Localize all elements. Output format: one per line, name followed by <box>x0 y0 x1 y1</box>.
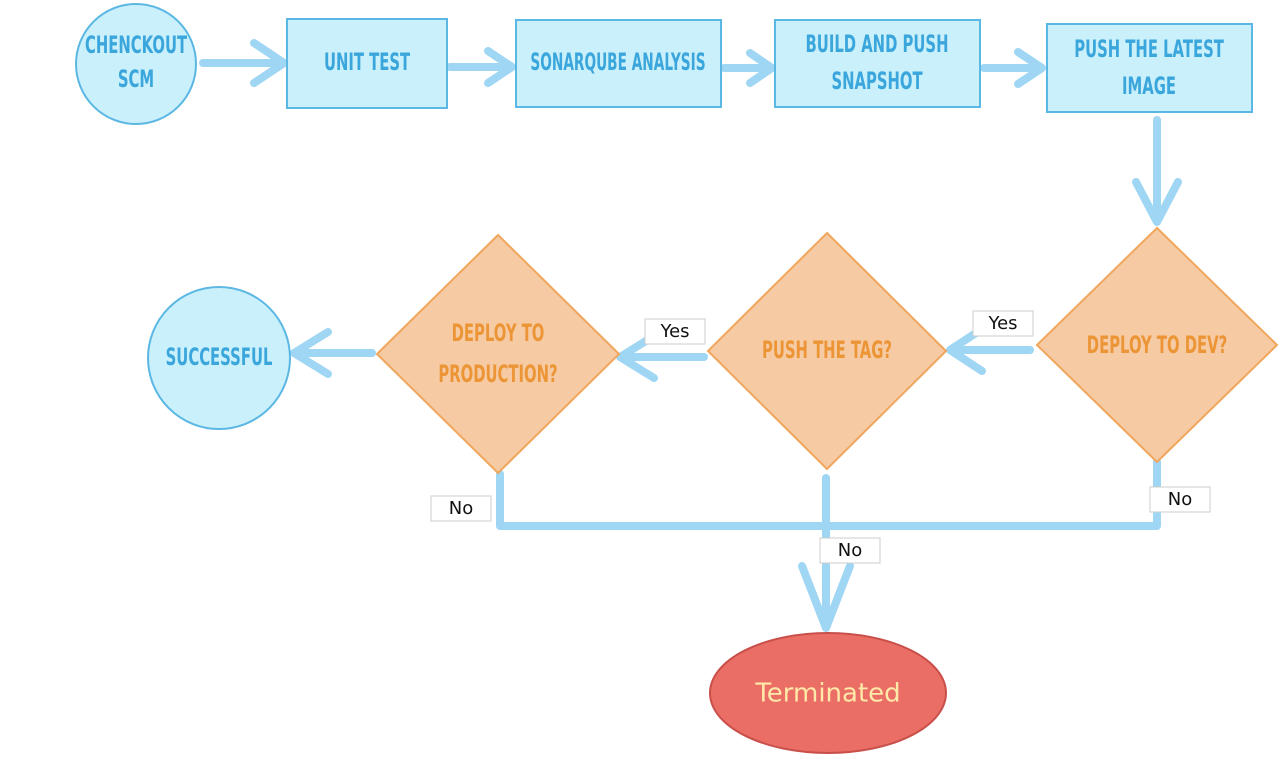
push-tag-diamond <box>706 231 948 471</box>
deploy-dev-diamond <box>1035 226 1279 464</box>
deploy-prod-diamond <box>375 233 621 475</box>
edge-label-box <box>972 310 1034 337</box>
edge-label-dev-yes: Yes <box>972 310 1034 337</box>
unit-test-box <box>286 18 448 109</box>
sonarqube-box <box>515 19 722 108</box>
node-unit-test: UNIT TEST <box>286 18 448 109</box>
arrowhead-sonarqube-to-build <box>746 49 776 87</box>
push-latest-label-line2: IMAGE <box>1122 72 1176 100</box>
edge-label-tag-yes-text: Yes <box>659 321 689 342</box>
edge-label-prod-no: No <box>430 495 492 522</box>
edge-label-tag-yes: Yes <box>644 318 706 345</box>
node-sonarqube-analysis: SONARQUBE ANALYSIS <box>515 19 722 108</box>
arrowhead-deploy-dev-to-push-tag <box>946 325 986 375</box>
successful-label: SUCCESSFUL <box>166 343 273 371</box>
arrowhead-unit-test-to-sonarqube <box>484 47 516 87</box>
node-push-the-tag: PUSH THE TAG? <box>706 231 948 471</box>
arrowhead-push-tag-to-terminated <box>798 562 854 632</box>
edge-label-tag-no: No <box>819 537 881 564</box>
node-checkout-scm: CHENCKOUT SCM <box>75 3 197 125</box>
line-deploy-prod-no <box>496 470 830 530</box>
node-deploy-to-production: DEPLOY TO PRODUCTION? <box>375 233 621 475</box>
node-push-latest-image: PUSH THE LATEST IMAGE <box>1046 23 1253 113</box>
deploy-prod-label-line1: DEPLOY TO <box>452 319 545 347</box>
checkout-label-line1: CHENCKOUT <box>85 31 188 59</box>
build-push-label-line2: SNAPSHOT <box>831 67 923 95</box>
edge-label-dev-no-text: No <box>1168 489 1192 510</box>
edge-label-box <box>430 495 492 522</box>
start-circle <box>75 3 197 125</box>
node-build-push-snapshot: BUILD AND PUSH SNAPSHOT <box>774 19 981 108</box>
edge-label-box <box>1149 486 1211 513</box>
line-deploy-dev-no <box>822 458 1161 530</box>
arrowhead-push-tag-to-deploy-prod <box>616 332 658 382</box>
connectors <box>199 39 1182 632</box>
edge-label-box <box>819 537 881 564</box>
terminated-ellipse <box>709 632 947 754</box>
arrowhead-checkout-to-unit-test <box>250 39 288 87</box>
checkout-label-line2: SCM <box>118 65 154 93</box>
edge-label-dev-yes-text: Yes <box>987 313 1017 334</box>
node-terminated: Terminated <box>709 632 947 754</box>
node-deploy-to-dev: DEPLOY TO DEV? <box>1035 226 1279 464</box>
successful-circle <box>147 286 291 430</box>
arrowhead-deploy-prod-to-successful <box>290 328 332 378</box>
build-push-box <box>774 19 981 108</box>
unit-test-label: UNIT TEST <box>324 48 411 76</box>
push-latest-label-line1: PUSH THE LATEST <box>1074 35 1224 63</box>
edge-label-tag-no-text: No <box>838 540 862 561</box>
deploy-prod-label-line2: PRODUCTION? <box>438 360 557 388</box>
push-latest-box <box>1046 23 1253 113</box>
sonarqube-label: SONARQUBE ANALYSIS <box>530 48 705 76</box>
node-successful: SUCCESSFUL <box>147 286 291 430</box>
deploy-dev-label: DEPLOY TO DEV? <box>1087 331 1227 359</box>
edge-label-dev-no: No <box>1149 486 1211 513</box>
arrowhead-build-to-push-latest <box>1014 48 1046 88</box>
push-tag-label: PUSH THE TAG? <box>762 336 892 364</box>
terminated-label: Terminated <box>754 679 900 709</box>
edge-label-prod-no-text: No <box>449 498 473 519</box>
edge-label-box <box>644 318 706 345</box>
arrowhead-push-latest-to-deploy-dev <box>1132 178 1182 226</box>
build-push-label-line1: BUILD AND PUSH <box>806 30 949 58</box>
